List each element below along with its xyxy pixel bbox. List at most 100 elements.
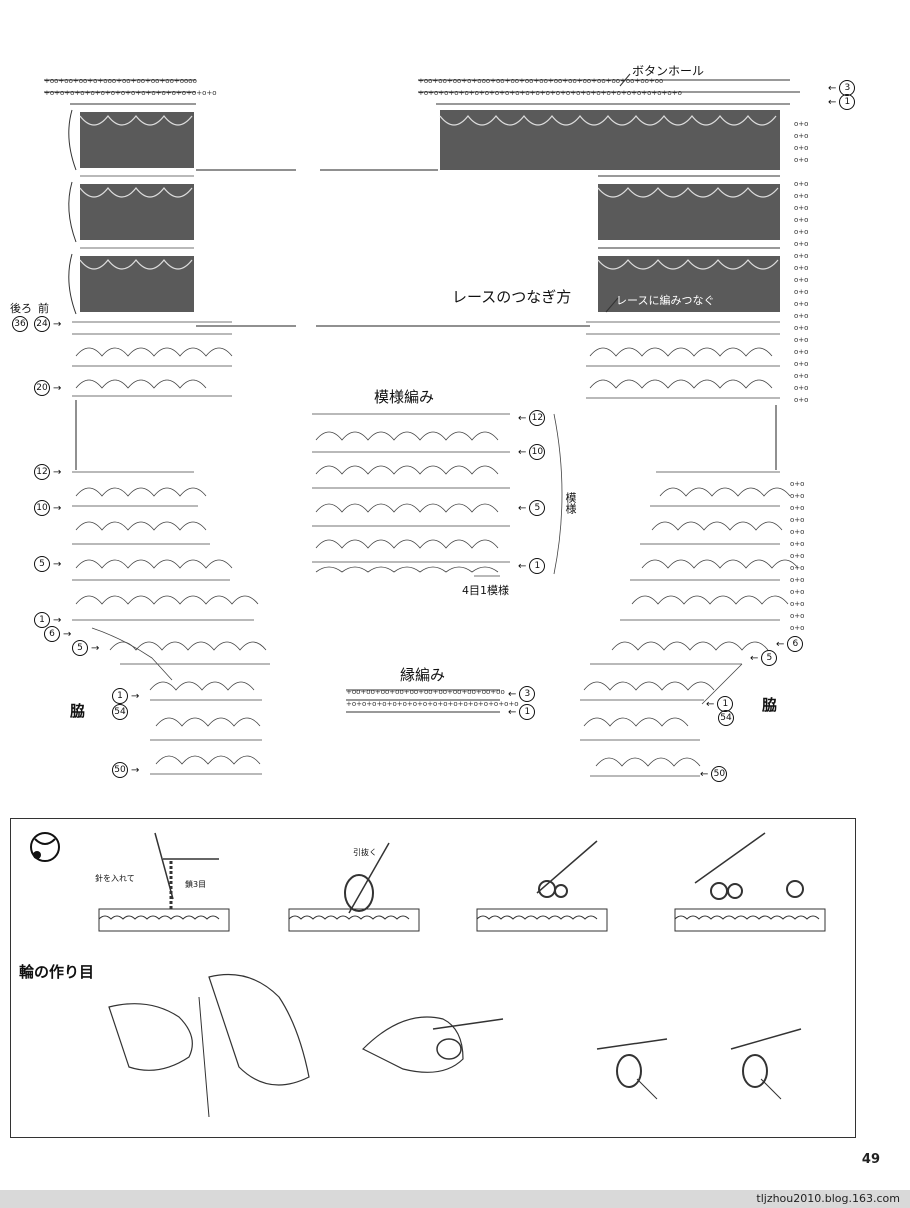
pull-through-label: 引抜く [353,848,377,857]
row-badge: 1 [519,704,536,720]
row-badge: 1 [839,94,856,110]
svg-text:o+o: o+o [794,336,808,344]
chain3-label: 鎖3目 [185,880,207,889]
row-badge: 3 [519,686,536,702]
four-stitch-repeat-label: 4目1模様 [462,584,509,597]
svg-text:o+o: o+o [794,276,808,284]
insert-needle-label: 針を入れて [95,874,135,883]
row-badge: 54 [112,704,128,720]
svg-text:+o+o+o+o+o+o+o+o+o+o+o+o+o+o+o: +o+o+o+o+o+o+o+o+o+o+o+o+o+o+o+o+o [44,89,217,97]
svg-text:o+o: o+o [790,540,804,548]
ring-step2-hand [361,1016,504,1073]
svg-text:o+o: o+o [794,228,808,236]
row-number-right-5: ←5 [750,650,778,666]
instruction-box: 針を入れて 鎖3目 引抜く 輪の作り目 [10,818,856,1138]
svg-text:o+o: o+o [794,132,808,140]
ring-step1-hands [108,973,310,1118]
row-number-left-20: 20→ [34,380,61,396]
row-number-pattern-12: ←12 [518,410,546,426]
row-number-left-10: 10→ [34,500,61,516]
svg-text:o+o: o+o [794,192,808,200]
svg-text:o+o: o+o [790,492,804,500]
row-number-right-50: ←50 [700,766,728,782]
row-badge: 6 [44,626,60,642]
svg-text:o+o: o+o [790,576,804,584]
row-badge: 36 [12,316,28,332]
page-number: 49 [861,1152,880,1167]
row-number-border-3: ←3 [508,686,536,702]
svg-text:o+o: o+o [790,504,804,512]
row-badge: 6 [787,636,804,652]
row-number-left-24: 24→ [34,316,61,332]
svg-text:o+o: o+o [790,564,804,572]
lace-join-title: レースのつなぎ方 [452,288,572,306]
svg-text:+oo+oo+oo+o+ooo+oo+oo+oo+oo+oo: +oo+oo+oo+o+ooo+oo+oo+oo+oo+oooo [44,77,197,85]
svg-text:+o+o+o+o+o+o+o+o+o+o+o+o+o+o+o: +o+o+o+o+o+o+o+o+o+o+o+o+o+o+o+o+o+o+o+o… [418,89,682,97]
row-number-pattern-10: ←10 [518,444,546,460]
pattern-stitch-title: 模様編み [374,388,435,406]
row-badge: 1 [34,612,50,628]
svg-text:o+o: o+o [790,528,804,536]
step4-illustration [674,832,826,932]
row-badge: 54 [718,710,734,726]
step3-illustration [476,840,608,932]
svg-text:o+o: o+o [790,552,804,560]
row-number-pattern-5: ←5 [518,500,546,516]
svg-text:o+o: o+o [794,372,808,380]
row-badge: 50 [112,762,128,778]
svg-text:+o+o+o+o+o+o+o+o+o+o+o+o+o+o+o: +o+o+o+o+o+o+o+o+o+o+o+o+o+o+o+o+o [346,700,519,708]
svg-text:+oo+oo+oo+o+ooo+oo+oo+oo+oo+oo: +oo+oo+oo+o+ooo+oo+oo+oo+oo+oo+oo+oo+oo+… [418,77,663,85]
border-stitch-title: 縁編み [400,666,446,684]
row-number-right-1: ←1 [828,94,856,110]
footer-url: tljzhou2010.blog.163.com [756,1192,900,1205]
svg-text:o+o: o+o [794,360,808,368]
side-label-left: 脇 [70,702,86,720]
ring-step3-loop [596,1038,668,1100]
svg-text:o+o: o+o [794,252,808,260]
side-label-right: 脇 [762,696,778,714]
row-number-left-5b: 5→ [72,640,99,656]
svg-text:o+o: o+o [790,624,804,632]
row-badge: 5 [529,500,546,516]
svg-text:o+o: o+o [794,180,808,188]
ring-start-title: 輪の作り目 [19,963,95,981]
footer-bar: tljzhou2010.blog.163.com [0,1190,910,1208]
row-number-pattern-1: ←1 [518,558,546,574]
left-edge-chain: +oo+oo+oo+o+ooo+oo+oo+oo+oo+oooo +o+o+o+… [44,73,808,777]
svg-text:o+o: o+o [794,312,808,320]
svg-text:o+o: o+o [794,216,808,224]
buttonhole-label: ボタンホール [632,64,705,78]
svg-text:o+o: o+o [794,264,808,272]
svg-text:o+o: o+o [790,600,804,608]
row-badge: 50 [711,766,728,782]
row-number-left-6: 6→ [44,626,71,642]
ring-step4-loop [730,1028,802,1100]
join-to-lace-label: レースに編みつなぐ [616,294,715,307]
row-badge: 5 [72,640,88,656]
back-label: 後ろ [10,302,32,315]
svg-text:+oo+oo+oo+oo+oo+oo+oo+oo+oo+oo: +oo+oo+oo+oo+oo+oo+oo+oo+oo+oo+oo [346,688,505,696]
row-number-left-36: 36 [12,316,28,332]
svg-text:o+o: o+o [794,348,808,356]
row-number-left-5: 5→ [34,556,61,572]
row-number-left-1: 1→ [34,612,61,628]
row-number-left-54: 54 [112,704,128,720]
row-number-left-50: 50→ [112,762,139,778]
svg-text:o+o: o+o [794,204,808,212]
row-badge: 24 [34,316,50,332]
svg-text:o+o: o+o [790,480,804,488]
row-badge: 5 [34,556,50,572]
step2-illustration [288,842,420,932]
svg-text:o+o: o+o [794,120,808,128]
row-number-left-1b: 1→ [112,688,139,704]
row-badge: 1 [529,558,546,574]
front-label: 前 [38,302,49,315]
row-badge: 20 [34,380,50,396]
row-badge: 10 [34,500,50,516]
svg-text:o+o: o+o [794,240,808,248]
svg-text:o+o: o+o [790,588,804,596]
svg-text:o+o: o+o [790,516,804,524]
row-badge: 12 [34,464,50,480]
svg-text:o+o: o+o [794,396,808,404]
row-number-border-1: ←1 [508,704,536,720]
